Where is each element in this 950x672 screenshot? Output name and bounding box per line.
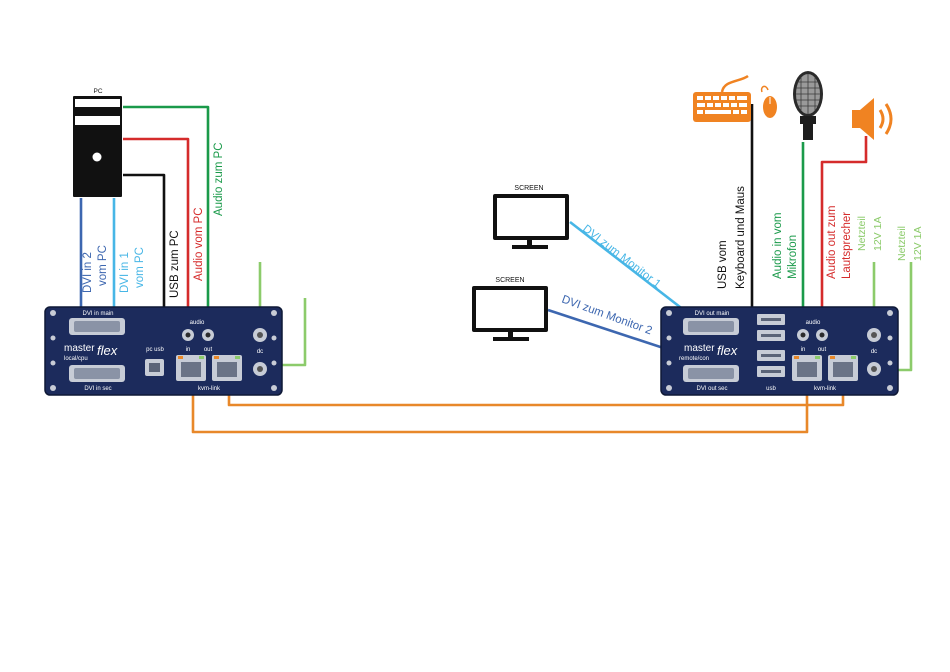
remote-port-kvm-link-label: kvm-link bbox=[814, 386, 837, 392]
label-usb-keyboard-line1: USB vom bbox=[717, 240, 729, 289]
local-port-dc-label: dc bbox=[257, 349, 263, 355]
remote-port-dc-label: dc bbox=[871, 349, 877, 355]
label-usb-zum-pc: USB zum PC bbox=[169, 230, 181, 298]
local-port-dvi-sec-label: DVI in sec bbox=[84, 386, 111, 392]
monitor-icon: SCREEN bbox=[472, 277, 548, 341]
pc-label: PC bbox=[93, 88, 102, 95]
microphone-icon bbox=[793, 71, 823, 140]
label-audio-vom-pc: Audio vom PC bbox=[193, 207, 205, 281]
local-brand-master: master bbox=[64, 343, 95, 354]
remote-brand-master: master bbox=[684, 343, 715, 354]
local-brand-flex: flex bbox=[97, 343, 118, 358]
remote-kvm-unit: DVI out main DVI out sec master flex rem… bbox=[660, 306, 899, 396]
label-dvi-in-1-line2: vom PC bbox=[134, 247, 146, 288]
monitor-icon: SCREEN bbox=[493, 185, 569, 249]
label-netzteil-2-line1: Netzteil bbox=[896, 226, 908, 261]
label-dvi-in-2-line1: DVI in 2 bbox=[82, 252, 94, 293]
label-audio-mikrofon-line1: Audio in vom bbox=[772, 213, 784, 279]
screen-1-label: SCREEN bbox=[514, 185, 543, 192]
remote-port-dvi-main-label: DVI out main bbox=[695, 311, 730, 317]
local-model-label: local/cpu bbox=[64, 356, 88, 362]
local-kvm-unit: DVI in main DVI in sec master flex local… bbox=[44, 306, 283, 396]
label-dvi-monitor-1: DVI zum Monitor 1 bbox=[580, 223, 663, 291]
label-audio-lautsprecher-line1: Audio out zum bbox=[826, 205, 838, 279]
label-dvi-in-1-line1: DVI in 1 bbox=[119, 252, 131, 293]
label-audio-mikrofon-line2: Mikrofon bbox=[787, 235, 799, 279]
remote-port-audio-label: audio bbox=[806, 320, 821, 326]
usb-to-pc-cable bbox=[123, 173, 166, 357]
speaker-icon bbox=[852, 98, 893, 140]
remote-brand-flex: flex bbox=[717, 343, 738, 358]
local-port-audio-label: audio bbox=[190, 320, 205, 326]
screen-2-label: SCREEN bbox=[495, 277, 524, 284]
label-dvi-in-2-line2: vom PC bbox=[97, 245, 109, 286]
keyboard-icon bbox=[693, 74, 751, 122]
remote-port-audio-out-label: out bbox=[818, 347, 827, 353]
label-usb-keyboard-line2: Keyboard und Maus bbox=[735, 186, 747, 289]
local-port-kvm-link-label: kvm-link bbox=[198, 386, 221, 392]
speaker-cable bbox=[820, 136, 868, 324]
mouse-icon bbox=[760, 85, 777, 118]
remote-port-audio-in-label: in bbox=[801, 347, 806, 353]
label-audio-zum-pc: Audio zum PC bbox=[213, 142, 225, 216]
pc-tower-icon: PC bbox=[73, 88, 122, 197]
audio-from-pc-cable bbox=[123, 137, 190, 332]
label-netzteil-1-line1: Netzteil bbox=[856, 216, 868, 251]
local-port-audio-in-label: in bbox=[186, 347, 191, 353]
local-port-dvi-main-label: DVI in main bbox=[82, 311, 113, 317]
local-port-pc-usb-label: pc usb bbox=[146, 347, 164, 353]
label-dvi-monitor-2: DVI zum Monitor 2 bbox=[560, 294, 654, 338]
label-audio-lautsprecher-line2: Lautsprecher bbox=[841, 212, 853, 279]
audio-to-pc-cable bbox=[123, 105, 210, 332]
local-port-audio-out-label: out bbox=[204, 347, 213, 353]
label-netzteil-2-line2: 12V 1A bbox=[912, 227, 924, 261]
label-netzteil-1-line2: 12V 1A bbox=[872, 217, 884, 251]
remote-port-usb-label: usb bbox=[766, 386, 776, 392]
remote-model-label: remote/con bbox=[679, 356, 709, 362]
remote-port-dvi-sec-label: DVI out sec bbox=[696, 386, 727, 392]
